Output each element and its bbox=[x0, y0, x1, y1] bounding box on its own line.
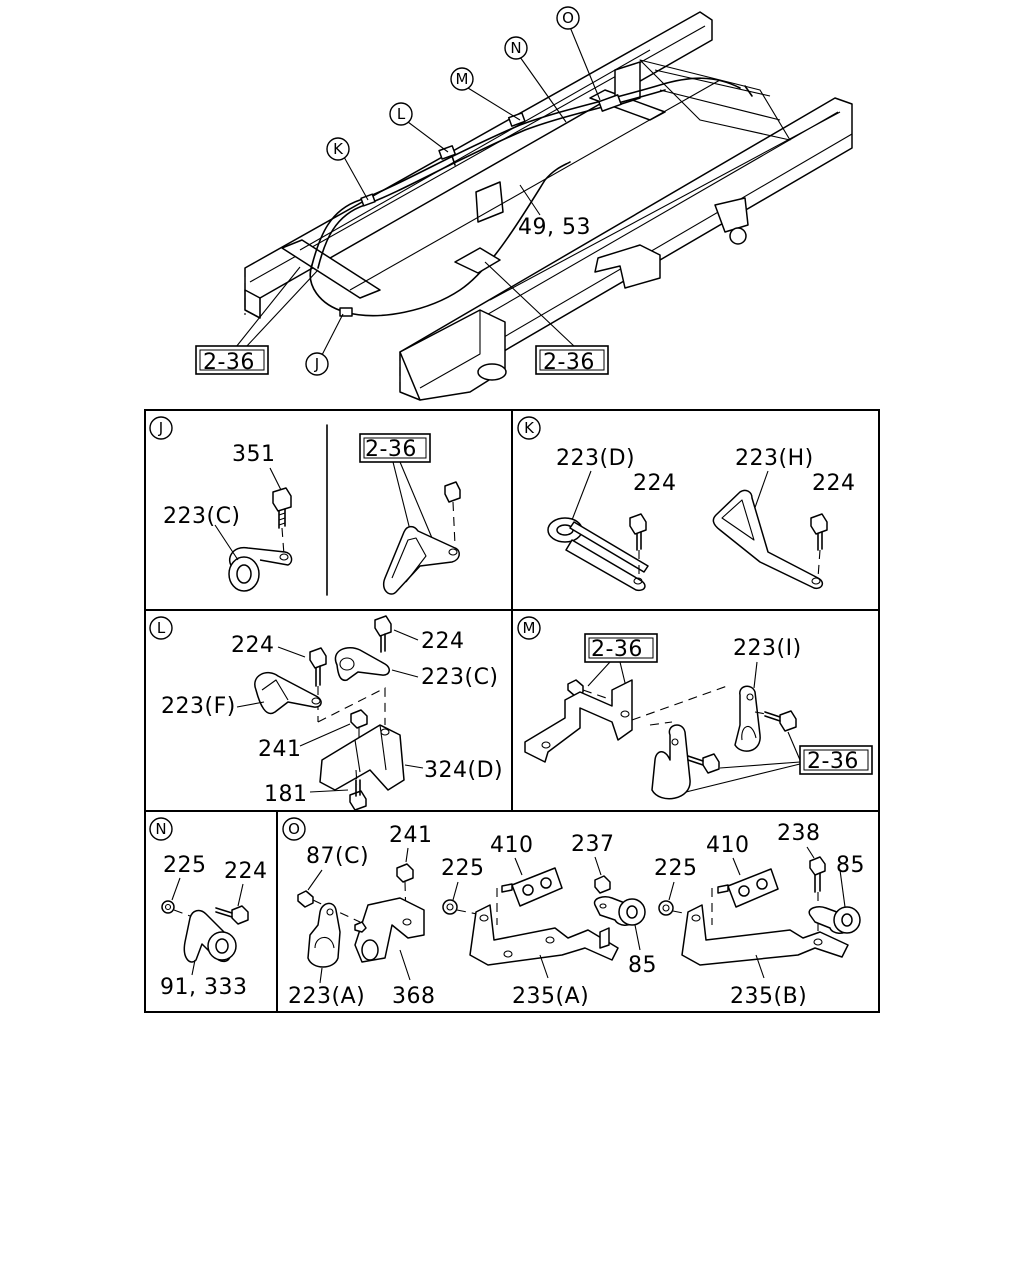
label-223h: 223(H) bbox=[735, 446, 814, 471]
harness-routing bbox=[309, 77, 753, 317]
panel-m-ref-right bbox=[799, 745, 873, 775]
label-181: 181 bbox=[264, 782, 308, 807]
callout-o bbox=[556, 6, 580, 30]
label-224-l1: 224 bbox=[231, 633, 275, 658]
callout-n bbox=[504, 36, 528, 60]
label-224-k1: 224 bbox=[633, 471, 677, 496]
callout-o-label: O bbox=[562, 9, 574, 27]
chassis-overview bbox=[244, 11, 853, 401]
callout-k bbox=[326, 137, 350, 161]
panel-j: J 351 223(C) 2-36 bbox=[149, 416, 461, 596]
panel-o-tag-label: O bbox=[288, 820, 300, 838]
panel-j-ref bbox=[359, 433, 431, 463]
label-351: 351 bbox=[232, 442, 276, 467]
callout-k-label: K bbox=[333, 140, 344, 158]
label-241-o: 241 bbox=[389, 823, 433, 848]
panel-n-tag-label: N bbox=[155, 820, 166, 838]
harness-part-label: 49, 53 bbox=[518, 215, 591, 240]
overview-callouts: O N M L K J 49, 53 2-36 2-36 bbox=[195, 6, 609, 376]
label-237: 237 bbox=[571, 832, 615, 857]
label-223c-l: 223(C) bbox=[421, 665, 499, 690]
panel-j-tag-label: J bbox=[158, 419, 163, 437]
callout-n-label: N bbox=[510, 39, 521, 57]
label-91-333: 91, 333 bbox=[160, 975, 247, 1000]
panel-n: N 225 224 91, 333 bbox=[149, 817, 268, 1000]
panel-m: M 2-36 223(I) 2-36 bbox=[517, 616, 873, 800]
detail-grid bbox=[144, 409, 880, 1013]
panel-o-tag bbox=[282, 817, 306, 841]
label-224-n: 224 bbox=[224, 859, 268, 884]
label-410b: 410 bbox=[706, 833, 750, 858]
label-224-l2: 224 bbox=[421, 629, 465, 654]
label-410a: 410 bbox=[490, 833, 534, 858]
label-223a: 223(A) bbox=[288, 984, 365, 1009]
label-85-o2: 85 bbox=[836, 853, 865, 878]
label-225-n: 225 bbox=[163, 853, 207, 878]
label-235b: 235(B) bbox=[730, 984, 807, 1009]
panel-n-tag bbox=[149, 817, 173, 841]
panel-l-tag-label: L bbox=[157, 619, 166, 637]
callout-l-label: L bbox=[397, 105, 406, 123]
label-324d: 324(D) bbox=[424, 758, 503, 783]
panel-l: L 224 223(F) 224 223(C) 241 bbox=[149, 615, 503, 811]
panel-j-tag bbox=[149, 416, 173, 440]
callout-l bbox=[389, 102, 413, 126]
label-238: 238 bbox=[777, 821, 821, 846]
panel-m-tag bbox=[517, 616, 541, 640]
panel-m-tag-label: M bbox=[523, 619, 536, 637]
label-223f: 223(F) bbox=[161, 694, 236, 719]
label-225-o1: 225 bbox=[441, 856, 485, 881]
label-235a: 235(A) bbox=[512, 984, 589, 1009]
label-223i: 223(I) bbox=[733, 636, 802, 661]
callout-m-label: M bbox=[456, 70, 469, 88]
label-223d: 223(D) bbox=[556, 446, 635, 471]
label-241-l: 241 bbox=[258, 737, 302, 762]
ref-left-label: 2-36 bbox=[203, 350, 255, 375]
callout-m bbox=[450, 67, 474, 91]
label-224-k2: 224 bbox=[812, 471, 856, 496]
label-85-o1: 85 bbox=[628, 953, 657, 978]
label-225-o2: 225 bbox=[654, 856, 698, 881]
panel-l-tag bbox=[149, 616, 173, 640]
callout-j-label: J bbox=[314, 355, 319, 373]
callout-j bbox=[305, 352, 329, 376]
panel-k: K 223(D) 224 223(H) 224 bbox=[517, 416, 856, 592]
panel-m-ref-top bbox=[584, 633, 658, 663]
ref-box-left bbox=[195, 345, 269, 375]
panel-m-ref-right-label: 2-36 bbox=[807, 749, 859, 774]
label-368: 368 bbox=[392, 984, 436, 1009]
ref-right-label: 2-36 bbox=[543, 350, 595, 375]
panel-m-ref-top-label: 2-36 bbox=[591, 637, 643, 662]
panel-o: O 241 87(C) 223(A) 368 410 237 225 bbox=[282, 817, 865, 1009]
panel-k-tag-label: K bbox=[524, 419, 535, 437]
label-87c: 87(C) bbox=[306, 844, 369, 869]
panel-j-ref-label: 2-36 bbox=[365, 437, 417, 462]
ref-box-right bbox=[535, 345, 609, 375]
panel-k-tag bbox=[517, 416, 541, 440]
label-223c-j: 223(C) bbox=[163, 504, 241, 529]
